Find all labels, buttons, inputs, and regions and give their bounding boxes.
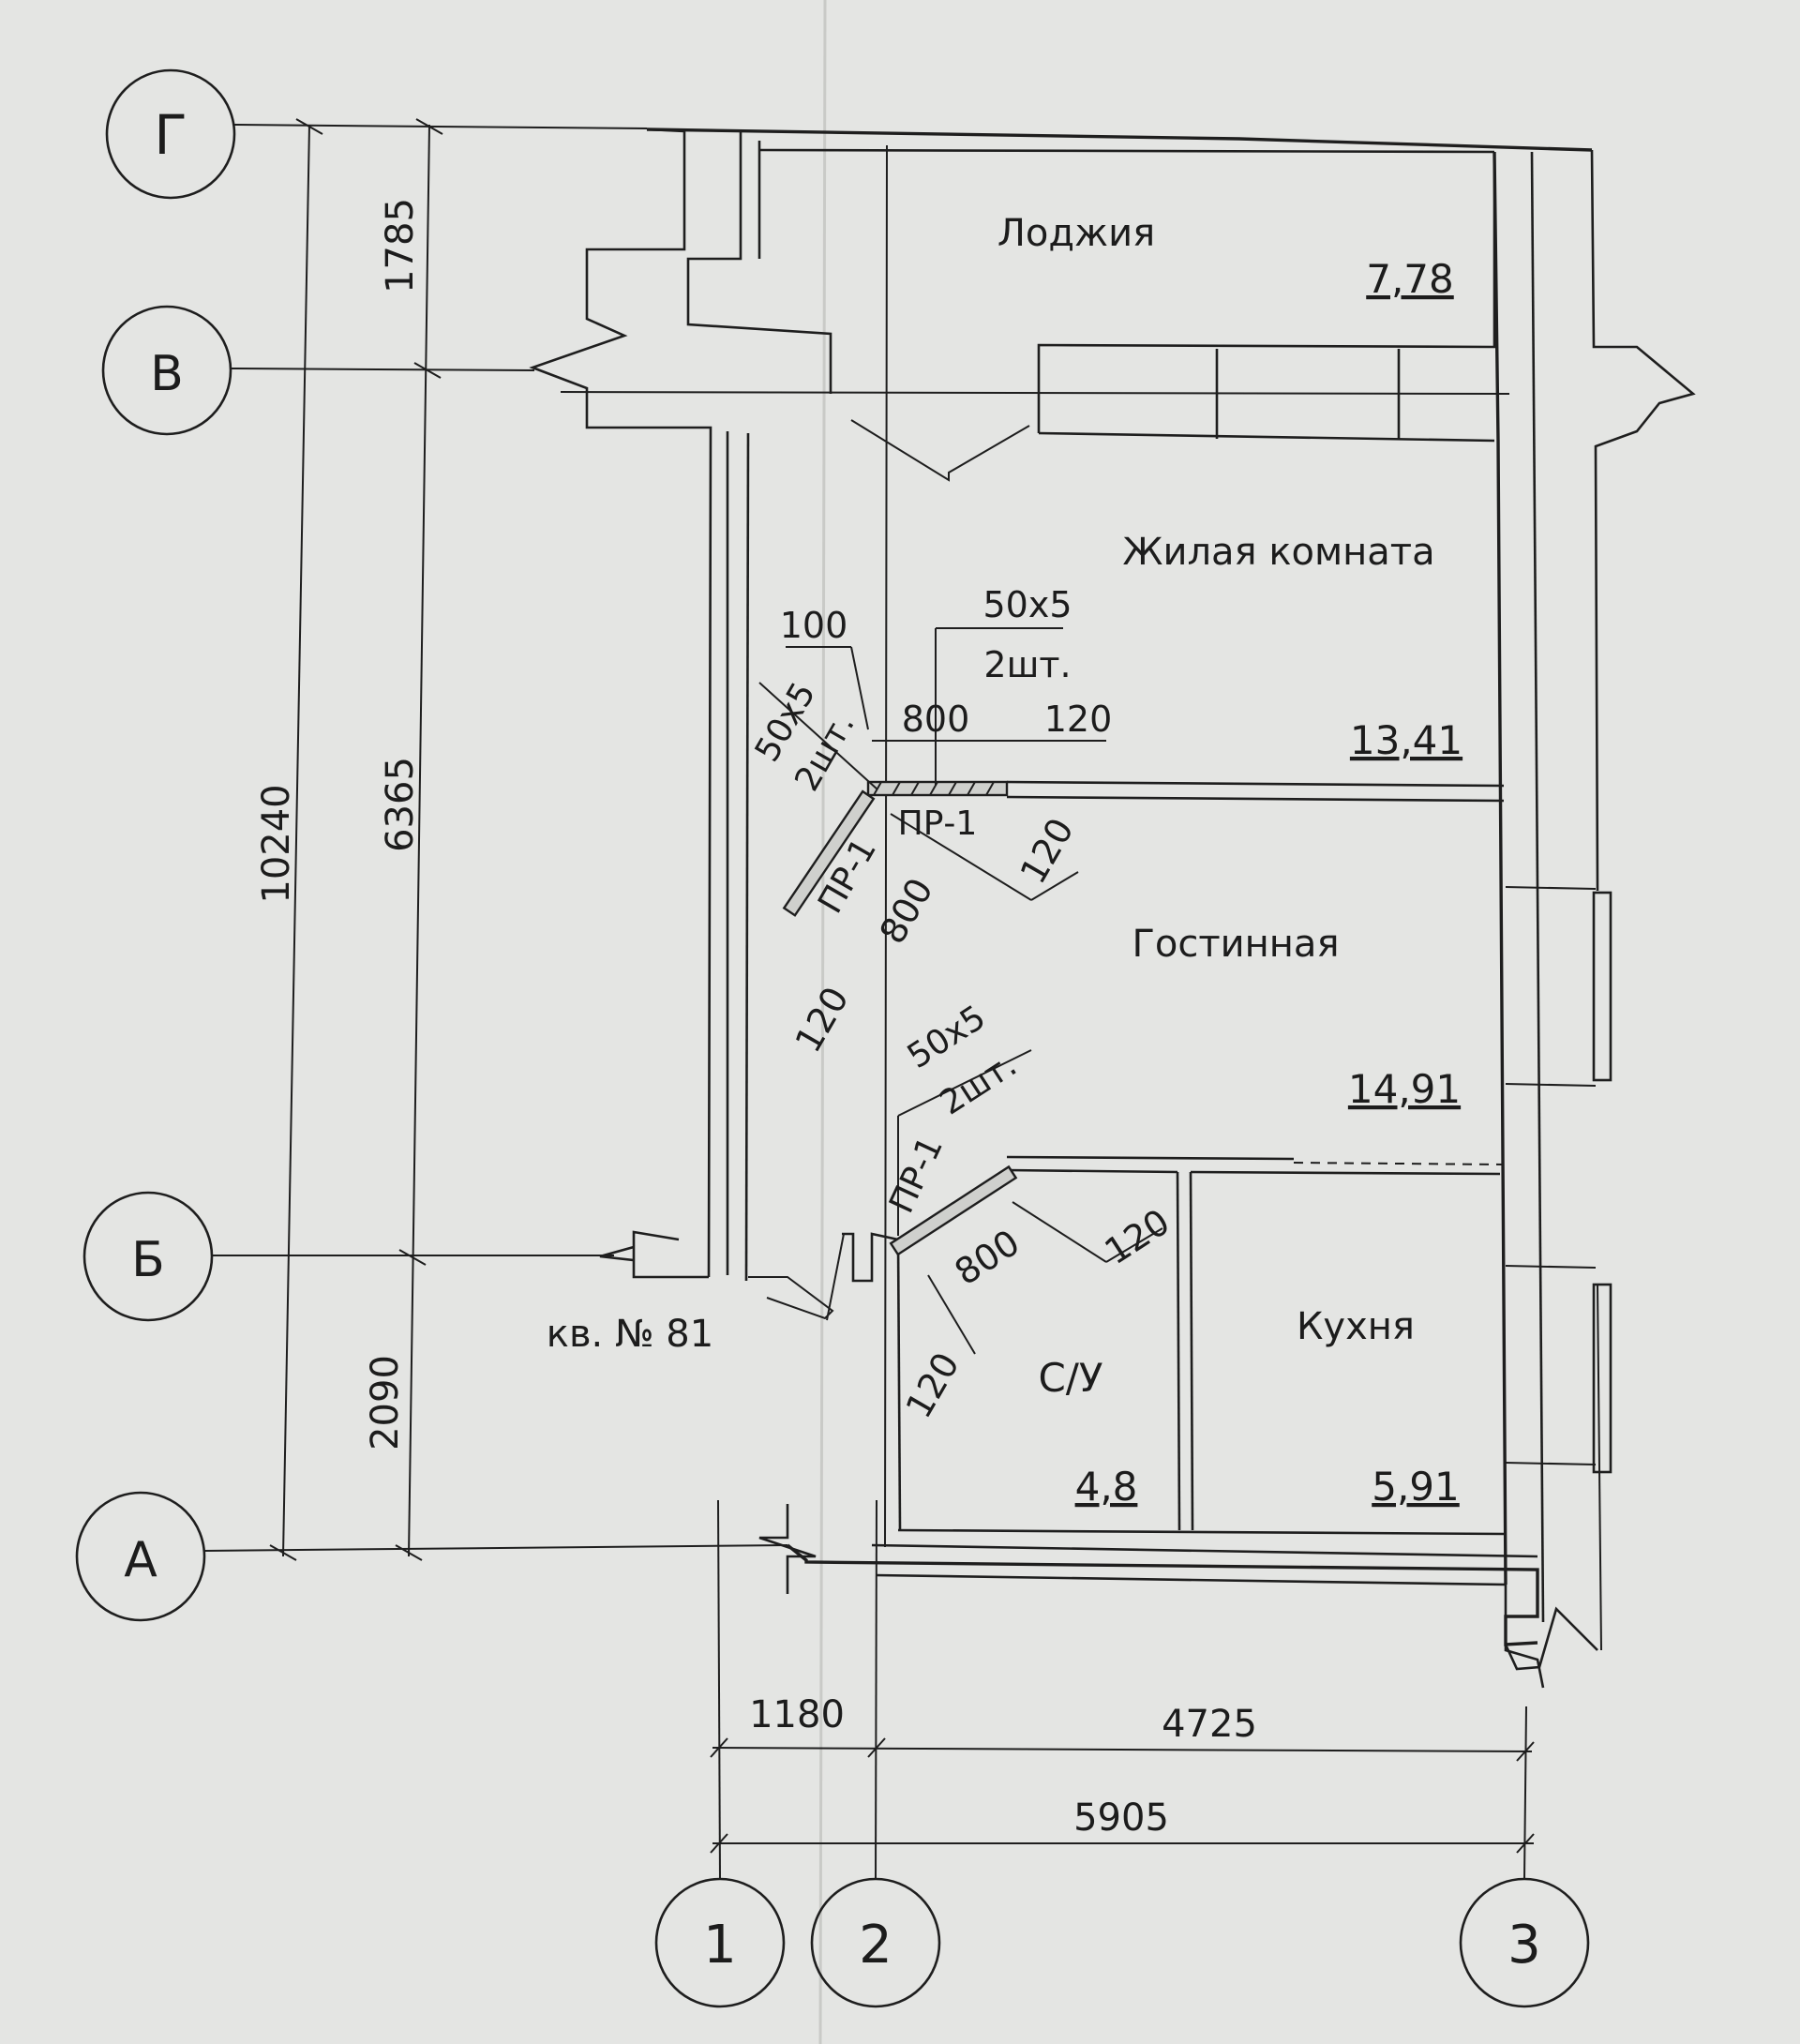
dim-left-top: 1785: [379, 198, 422, 293]
dim-bottom-right: 4725: [1162, 1703, 1257, 1746]
axis-bubble-2: 2: [810, 1877, 941, 2008]
room-name-kitchen: Кухня: [1297, 1305, 1415, 1348]
lintel-pr1-bath: [889, 1165, 1018, 1256]
annotation-profile-a: 50х5: [982, 584, 1072, 625]
room-name-bathroom: С/У: [1038, 1355, 1102, 1401]
annotation-count-a: 2шт.: [983, 644, 1071, 685]
axis-bubble-a: А: [75, 1491, 206, 1622]
annotation-pr1-a: ПР-1: [898, 804, 978, 843]
room-name-loggia: Лоджия: [998, 212, 1155, 255]
paper-fold-line: [818, 0, 827, 2044]
axis-bubble-1: 1: [654, 1877, 786, 2008]
axis-bubble-g: Г: [105, 68, 236, 200]
room-area-living: 14,91: [1348, 1066, 1461, 1112]
lintel-pr1-horizontal: [866, 780, 1009, 797]
svg-text:1: 1: [703, 1915, 737, 1976]
axis-bubble-v: В: [101, 305, 232, 436]
room-area-bedroom: 13,41: [1350, 717, 1462, 763]
room-name-bedroom: Жилая комната: [1122, 531, 1434, 574]
walls: [529, 128, 1696, 1689]
lintel-pr1-diagonal: [782, 789, 876, 917]
bottom-dimension-chains: [710, 1737, 1535, 1854]
axis-bubble-3: 3: [1459, 1877, 1590, 2008]
room-area-kitchen: 5,91: [1372, 1464, 1460, 1510]
svg-text:А: А: [124, 1532, 158, 1588]
annotation-width-120-d: 120: [1098, 1201, 1178, 1272]
dim-left-bottom: 2090: [364, 1355, 407, 1450]
annotation-width-120-c: 120: [788, 980, 857, 1060]
annotation-width-120-e: 120: [898, 1345, 968, 1425]
annotation-width-800-c: 800: [948, 1222, 1028, 1293]
annotation-width-120-a: 120: [1044, 699, 1113, 740]
annotation-width-800-b: 800: [872, 871, 941, 951]
apartment-label: кв. № 81: [547, 1313, 713, 1356]
dim-left-total: 10240: [255, 784, 298, 903]
annotation-100: 100: [780, 605, 848, 646]
room-name-living: Гостинная: [1132, 923, 1339, 966]
annotation-width-800-a: 800: [902, 699, 970, 740]
svg-text:3: 3: [1508, 1915, 1541, 1976]
leader-lines: [758, 627, 1163, 1355]
svg-text:2: 2: [859, 1915, 892, 1976]
annotation-pr1-c: ПР-1: [882, 1131, 951, 1219]
axis-bubble-b: Б: [82, 1191, 214, 1322]
dim-bottom-left: 1180: [749, 1693, 845, 1736]
dim-bottom-total: 5905: [1073, 1796, 1169, 1840]
room-area-loggia: 7,78: [1366, 256, 1454, 302]
axis-lines: [203, 124, 1527, 1880]
svg-text:Г: Г: [154, 103, 187, 167]
dim-left-mid: 6365: [379, 757, 422, 852]
left-dimension-chains: [269, 118, 443, 1561]
svg-text:В: В: [150, 346, 184, 402]
room-area-bathroom: 4,8: [1075, 1464, 1138, 1510]
annotation-width-120-b: 120: [1012, 811, 1082, 891]
svg-text:Б: Б: [131, 1232, 165, 1288]
